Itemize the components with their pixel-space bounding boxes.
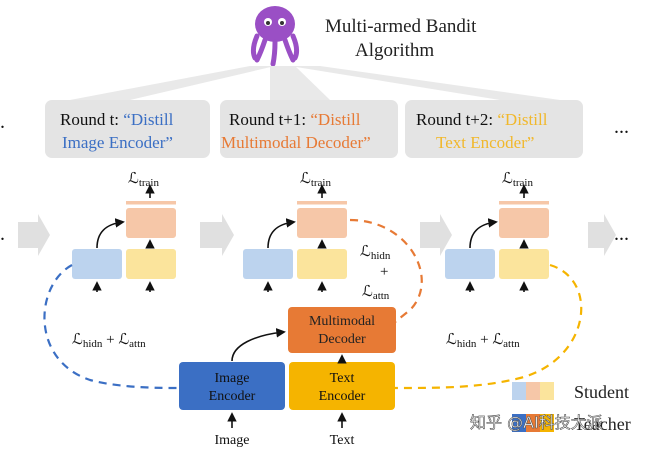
student3-text-block <box>499 249 549 279</box>
round-t-prefix: Round t: <box>60 110 123 129</box>
round-t1-line2: Multimodal Decoder” <box>221 133 371 152</box>
legend-teacher-swatch-yellow <box>540 414 554 432</box>
student2-image-block <box>243 249 293 279</box>
flow-arrow-3 <box>420 214 452 256</box>
student1-text-block <box>126 249 176 279</box>
beam-mid <box>270 66 330 100</box>
loss-train-2: ℒtrain <box>300 171 331 189</box>
round-t2-panel <box>405 100 583 158</box>
legend-teacher-label: Teacher <box>574 414 631 434</box>
beam-right <box>290 66 560 100</box>
student2-text-block <box>297 249 347 279</box>
teacher-model: Multimodal Decoder Image Encoder Text En… <box>179 307 396 428</box>
input-image-label: Image <box>215 433 250 448</box>
teacher-image-line1: Image <box>215 371 250 386</box>
legend-student-swatch-orange <box>526 382 540 400</box>
flow-arrow-2 <box>200 214 234 256</box>
distill-link-text <box>394 263 583 390</box>
legend-teacher-swatch-orange <box>526 414 540 432</box>
round-t2-prefix: Round t+2: <box>416 110 497 129</box>
legend-student-label: Student <box>574 382 629 402</box>
loss-plus-mid: + <box>380 264 388 280</box>
round-t1-line1: Round t+1: “Distill <box>229 110 361 129</box>
distill-link-image <box>43 264 179 390</box>
round-t2-line1: Round t+2: “Distill <box>416 110 548 129</box>
student-model-1: ℒtrain <box>72 171 176 292</box>
teacher-text-encoder <box>289 362 395 410</box>
student1-decoder-block <box>126 208 176 238</box>
loss-hidn-mid: ℒhidn <box>360 244 391 262</box>
round-t1-quote: “Distill <box>310 110 360 129</box>
student2-decoder-block <box>297 208 347 238</box>
round-t2-quote: “Distill <box>497 110 547 129</box>
loss-attn-mid: ℒattn <box>362 284 390 302</box>
round-t1-panel <box>220 100 398 158</box>
legend-teacher-swatch-blue <box>512 414 526 432</box>
student3-decoder-block <box>499 208 549 238</box>
title-line2: Algorithm <box>355 40 434 61</box>
round-t-line1: Round t: “Distill <box>60 110 174 129</box>
beam-left <box>70 66 275 100</box>
ellipsis-left-top: . <box>0 111 5 133</box>
teacher-text-line1: Text <box>330 371 355 386</box>
flow-arrow-1 <box>18 214 50 256</box>
flow-arrow-4 <box>588 214 616 256</box>
octopus-icon <box>250 6 300 67</box>
student1-image-block <box>72 249 122 279</box>
round-t-quote: “Distill <box>123 110 173 129</box>
distill-link-multimodal <box>349 218 423 326</box>
round-t-panel <box>45 100 210 158</box>
teacher-multimodal-line2: Decoder <box>318 332 366 347</box>
legend-student-swatch-yellow <box>540 382 554 400</box>
student-model-3: ℒtrain <box>445 171 549 292</box>
round-t1-prefix: Round t+1: <box>229 110 310 129</box>
teacher-image-line2: Encoder <box>209 389 256 404</box>
teacher-multimodal-decoder <box>288 307 396 353</box>
round-t-line2: Image Encoder” <box>62 133 173 152</box>
student-model-2: ℒtrain <box>243 171 347 292</box>
flow-arrows <box>18 214 616 256</box>
loss-hidn-attn-left: ℒhidn + ℒattn <box>72 332 146 350</box>
input-text-label: Text <box>330 433 355 448</box>
teacher-text-line2: Encoder <box>319 389 366 404</box>
ellipsis-right-mid: ... <box>614 223 629 245</box>
teacher-multimodal-line1: Multimodal <box>309 314 375 329</box>
teacher-image-encoder <box>179 362 285 410</box>
loss-hidn-attn-right: ℒhidn + ℒattn <box>446 332 520 350</box>
title-line1: Multi-armed Bandit <box>325 16 477 37</box>
ellipsis-left-mid: . <box>0 223 5 245</box>
loss-train-3: ℒtrain <box>502 171 533 189</box>
legend-student-swatch-blue <box>512 382 526 400</box>
round-t2-line2: Text Encoder” <box>436 133 534 152</box>
loss-train-1: ℒtrain <box>128 171 159 189</box>
student3-image-block <box>445 249 495 279</box>
legend: Student Teacher <box>512 382 631 434</box>
ellipsis-right-top: ... <box>614 116 629 138</box>
watermark: 知乎 @AI科技大派 <box>470 413 603 432</box>
